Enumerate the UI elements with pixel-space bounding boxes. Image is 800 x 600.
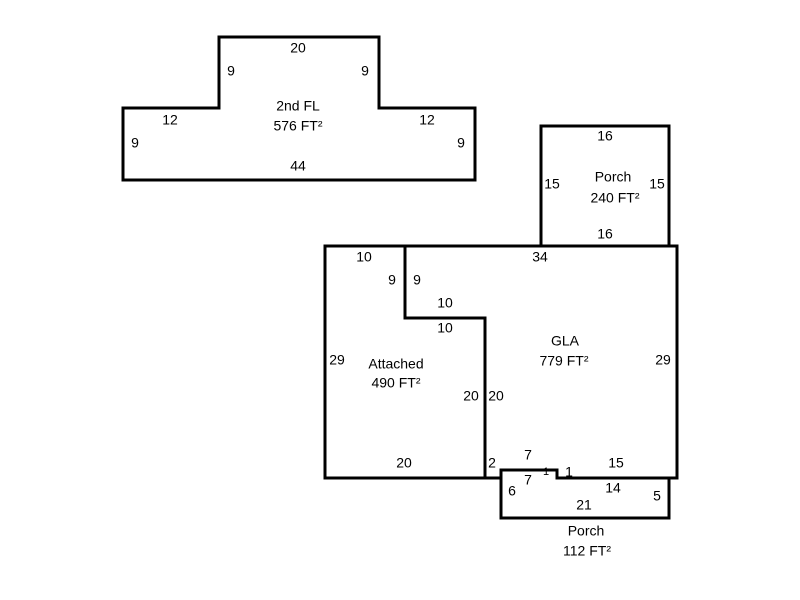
dim-label: 20	[463, 388, 479, 404]
area-name: GLA	[551, 333, 580, 349]
second-floor-outline	[121, 35, 477, 182]
dim-label: 7	[524, 472, 532, 488]
dim-label: 29	[329, 352, 345, 368]
area-second-floor: 20 9 9 12 12 9 9 44 2nd FL 576 FT²	[121, 35, 477, 182]
dim-label: 9	[227, 63, 235, 79]
area-size: 240 FT²	[590, 190, 639, 206]
dim-label: 20	[488, 388, 504, 404]
area-name: 2nd FL	[276, 98, 320, 114]
area-name: Porch	[595, 169, 632, 185]
dim-label: 2	[488, 455, 496, 471]
dim-label: 16	[597, 128, 613, 144]
dim-label: 15	[544, 176, 560, 192]
dim-label: 10	[356, 249, 372, 265]
dim-label: 15	[649, 176, 665, 192]
dim-label: 20	[396, 455, 412, 471]
area-gla: 34 9 10 10 20 29 15 2 7 1 1 GLA 779 FT²	[403, 244, 679, 480]
dim-label: 9	[457, 135, 465, 151]
dim-label: 10	[437, 295, 453, 311]
dim-label: 9	[413, 272, 421, 288]
dim-label: 14	[605, 480, 621, 496]
area-porch-bottom: 7 6 14 21 5 Porch 112 FT²	[499, 468, 671, 559]
area-name: Attached	[368, 356, 423, 372]
area-size: 779 FT²	[539, 353, 588, 369]
area-size: 576 FT²	[273, 118, 322, 134]
dim-label: 7	[524, 447, 532, 463]
dim-label: 9	[388, 272, 396, 288]
dim-label: 34	[532, 249, 548, 265]
area-size: 490 FT²	[371, 375, 420, 391]
dim-label: 5	[653, 488, 661, 504]
dim-label: 1	[565, 464, 573, 480]
dim-label: 9	[361, 63, 369, 79]
dim-label: 12	[162, 112, 178, 128]
dim-label: 29	[655, 352, 671, 368]
dim-label: 44	[290, 158, 306, 174]
dim-label: 10	[437, 320, 453, 336]
dim-label: 16	[597, 226, 613, 242]
area-name: Porch	[568, 523, 605, 539]
dim-label: 6	[508, 483, 516, 499]
porch-bottom-outline	[499, 468, 671, 520]
area-porch-top: 16 15 15 16 Porch 240 FT²	[539, 124, 671, 248]
dim-label: 15	[608, 455, 624, 471]
dim-label: 9	[131, 135, 139, 151]
area-size: 112 FT²	[563, 543, 611, 559]
dim-label: 12	[419, 112, 435, 128]
dim-label: 21	[576, 497, 592, 513]
dim-label: 1	[543, 466, 549, 478]
dim-label: 20	[290, 40, 306, 56]
